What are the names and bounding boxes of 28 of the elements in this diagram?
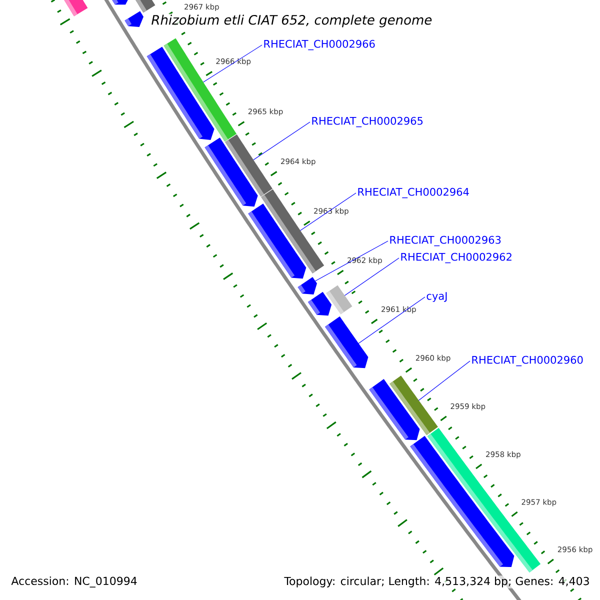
leader-line	[300, 192, 356, 231]
gene-block	[248, 204, 306, 279]
gene-label: RHECIAT_CH0002962	[401, 252, 512, 264]
info-text: Accession: NC_010994	[10, 576, 138, 588]
gene-bar	[64, 0, 88, 16]
gene-label: RHECIAT_CH0002960	[472, 356, 583, 366]
leader-line	[203, 44, 262, 82]
gene-block	[112, 0, 130, 5]
leader-line	[315, 240, 388, 282]
leader-line	[344, 258, 400, 296]
gene-block	[308, 292, 332, 316]
gene-block	[124, 11, 144, 28]
leader-line	[358, 296, 426, 344]
map-title: Rhizobium etli CIAT 652, complete genome	[150, 14, 434, 28]
gene-block	[324, 316, 368, 368]
info-text: Topology: circular; Length: 4,513,324 bp; Genes: 4,403	[283, 576, 591, 588]
leader-line	[418, 360, 470, 401]
leader-line	[253, 122, 310, 160]
gene-label: RHECIAT_CH0002966	[264, 40, 375, 50]
gene-block	[298, 277, 317, 294]
gene-block	[204, 138, 258, 207]
gene-block	[146, 46, 214, 140]
gene-label: RHECIAT_CH0002964	[358, 188, 469, 198]
gene-label: cyaJ	[426, 292, 447, 302]
gene-label: RHECIAT_CH0002963	[390, 236, 501, 246]
gene-bar	[136, 0, 156, 13]
gene-block	[369, 379, 420, 440]
gene-label: RHECIAT_CH0002965	[312, 116, 423, 128]
